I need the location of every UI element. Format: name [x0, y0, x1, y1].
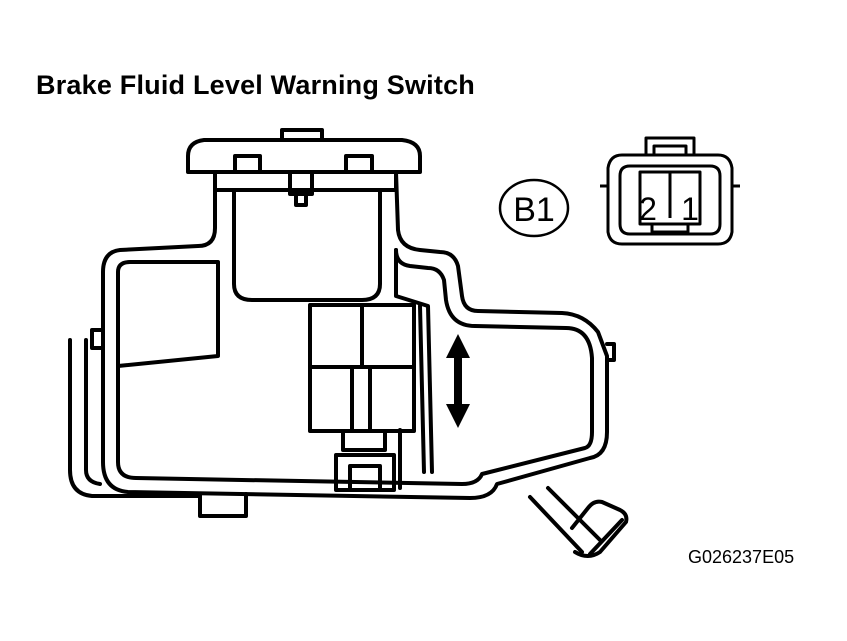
connector-label: B1 [498, 178, 570, 238]
connector-pin-2: 2 [639, 191, 657, 227]
connector-label-oval [498, 178, 570, 238]
connector-face [600, 136, 740, 246]
connector-code: B1 [513, 191, 555, 229]
float-travel-arrow-icon [446, 334, 470, 428]
diagram-title: Brake Fluid Level Warning Switch [36, 70, 475, 100]
brake-fluid-reservoir [68, 128, 629, 558]
figure-id: G026237E05 [688, 547, 795, 567]
connector-pin-1: 1 [681, 191, 699, 227]
